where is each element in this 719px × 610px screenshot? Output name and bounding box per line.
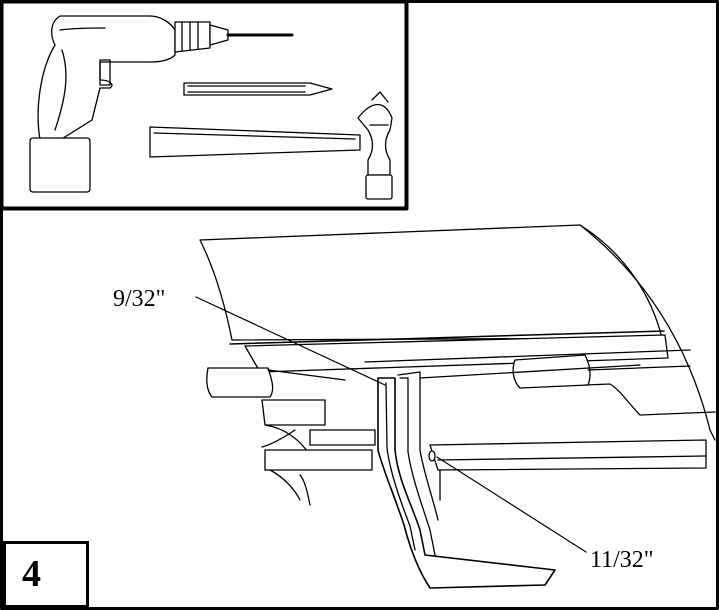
leader-line-top: [195, 296, 386, 386]
dimension-label-9-32: 9/32": [113, 286, 166, 312]
screw-hole: [428, 450, 436, 462]
step-number-box: [3, 541, 89, 608]
tools-panel: [0, 0, 409, 211]
leader-line-bottom: [436, 456, 587, 553]
dimension-label-11-32: 11/32": [590, 547, 654, 573]
hammer-icon: [149, 91, 393, 200]
nail-set-icon: [183, 82, 333, 96]
step-number: 4: [22, 553, 41, 595]
drill-icon: [29, 15, 294, 193]
assembly-illustration: [199, 224, 716, 589]
